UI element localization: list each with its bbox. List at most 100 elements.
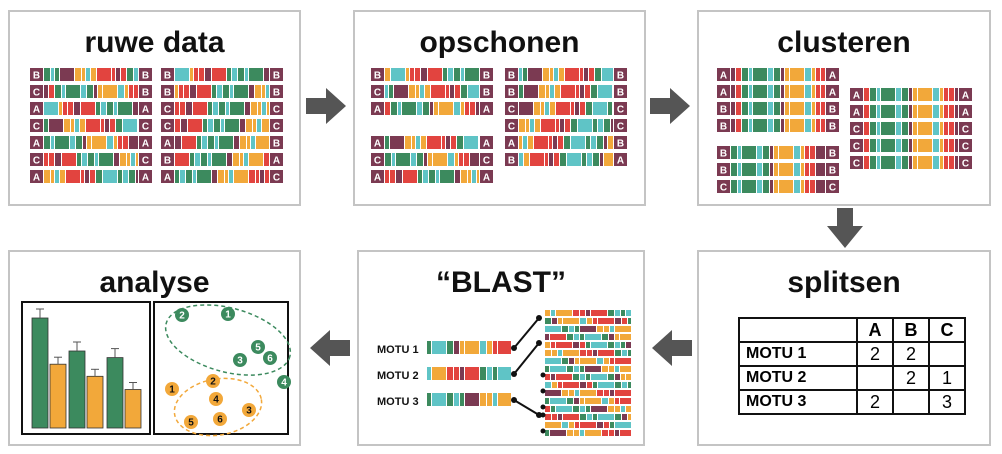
reference-sequence xyxy=(545,366,631,372)
split-row-motu3: MOTU 3 2 3 xyxy=(738,389,966,415)
point-green: 3 xyxy=(233,353,247,367)
sample-tag: A xyxy=(374,139,381,150)
sample-tag: B xyxy=(508,156,515,167)
bar-orange xyxy=(124,389,142,429)
sample-tag: B xyxy=(33,71,40,82)
sample-tag: B xyxy=(617,139,624,150)
sample-tag: A xyxy=(142,173,149,184)
sample-tag: B xyxy=(142,71,149,82)
point-label: 6 xyxy=(267,354,273,365)
arrow-down-icon xyxy=(827,208,863,248)
sample-tag: B xyxy=(374,71,381,82)
bar-green xyxy=(68,350,86,429)
point-label: 4 xyxy=(281,378,287,389)
sample-tag: B xyxy=(829,149,836,160)
sample-tag: A xyxy=(962,108,969,119)
hit-marker xyxy=(540,412,546,418)
sample-tag: C xyxy=(617,122,624,133)
sample-tag: C xyxy=(142,156,149,167)
reference-sequence xyxy=(545,430,631,436)
split-row-label: MOTU 1 xyxy=(738,341,858,367)
sample-tag: C xyxy=(853,159,860,170)
panel-title-cluster: clusteren xyxy=(777,26,911,59)
bar-green xyxy=(31,317,49,429)
sample-tag: A xyxy=(853,91,860,102)
reference-sequence xyxy=(545,358,631,364)
sample-tag: A xyxy=(374,173,381,184)
match-connector xyxy=(511,315,542,351)
point-label: 2 xyxy=(210,377,216,388)
reference-sequence xyxy=(545,342,631,348)
point-label: 1 xyxy=(169,385,175,396)
blast-motu-label: MOTU 3 xyxy=(377,396,419,408)
sample-tag: A xyxy=(829,88,836,99)
reference-sequence xyxy=(545,406,631,412)
point-green: 6 xyxy=(263,351,277,365)
sample-tag: C xyxy=(508,122,515,133)
sample-tag: A xyxy=(853,108,860,119)
sample-tag: C xyxy=(164,122,171,133)
split-header-c: C xyxy=(928,317,966,343)
sample-tag: A xyxy=(33,105,40,116)
point-orange: 4 xyxy=(209,392,223,406)
point-label: 6 xyxy=(217,415,223,426)
bar-orange xyxy=(86,375,104,429)
motu-sequence xyxy=(427,393,511,406)
sample-tag: B xyxy=(508,88,515,99)
hit-marker xyxy=(540,388,546,394)
point-orange: 1 xyxy=(165,382,179,396)
point-green: 2 xyxy=(175,308,189,322)
hit-marker xyxy=(540,428,546,434)
split-cell: 3 xyxy=(928,389,966,415)
blast-alignment xyxy=(427,310,631,436)
point-label: 3 xyxy=(246,406,252,417)
split-cell xyxy=(892,389,930,415)
point-orange: 5 xyxy=(184,415,198,429)
split-header-b: B xyxy=(892,317,930,343)
sample-tag: B xyxy=(483,71,490,82)
sample-tag: C xyxy=(962,142,969,153)
sample-tag: C xyxy=(164,105,171,116)
sample-tag: A xyxy=(962,91,969,102)
blast-motu-label: MOTU 1 xyxy=(377,344,419,356)
sample-tag: C xyxy=(962,125,969,136)
sample-tag: B xyxy=(273,71,280,82)
point-green: 1 xyxy=(221,307,235,321)
sample-tag: B xyxy=(483,88,490,99)
sample-tag: A xyxy=(273,156,280,167)
reference-sequence xyxy=(545,414,631,420)
sample-tag: B xyxy=(164,156,171,167)
sample-tag: A xyxy=(142,139,149,150)
sample-tag: A xyxy=(720,88,727,99)
point-orange: 2 xyxy=(206,374,220,388)
reference-sequence xyxy=(545,334,631,340)
sample-tag: C xyxy=(33,88,40,99)
split-header-row: A B C xyxy=(738,317,966,343)
sample-tag: A xyxy=(33,139,40,150)
sample-tag: A xyxy=(33,173,40,184)
point-green: 4 xyxy=(277,375,291,389)
sample-tag: A xyxy=(617,156,624,167)
